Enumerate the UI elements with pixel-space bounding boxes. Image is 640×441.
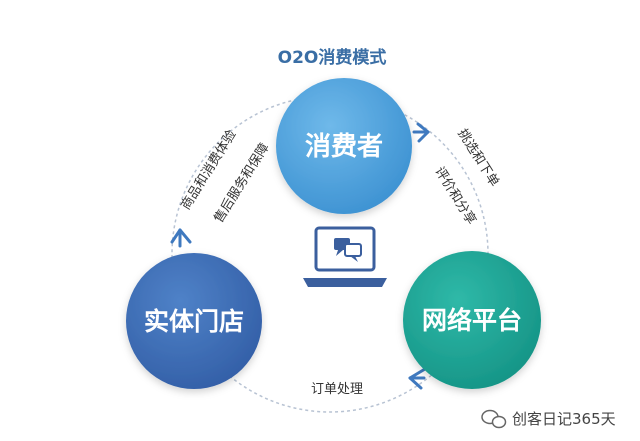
edge-label-order-processing: 订单处理 <box>311 382 363 397</box>
node-consumer-label: 消费者 <box>305 132 383 162</box>
arrow-platform-to-store <box>408 367 427 390</box>
node-consumer: 消费者 <box>276 78 412 214</box>
node-store: 实体门店 <box>126 253 262 389</box>
node-platform: 网络平台 <box>403 251 541 389</box>
watermark-text: 创客日记365天 <box>512 410 616 428</box>
arrow-store-to-consumer <box>170 228 192 248</box>
arrow-consumer-to-platform <box>412 122 430 143</box>
watermark: 创客日记365天 <box>481 409 616 429</box>
diagram-title: O2O消费模式 <box>278 47 387 68</box>
node-platform-label: 网络平台 <box>422 306 522 335</box>
edge-label-review-and-share: 评价和分享 <box>431 164 479 228</box>
edge-label-select-and-order: 挑选和下单 <box>454 127 501 190</box>
laptop-chat-icon <box>303 226 387 287</box>
node-store-label: 实体门店 <box>144 307 244 336</box>
wechat-icon <box>481 409 507 429</box>
